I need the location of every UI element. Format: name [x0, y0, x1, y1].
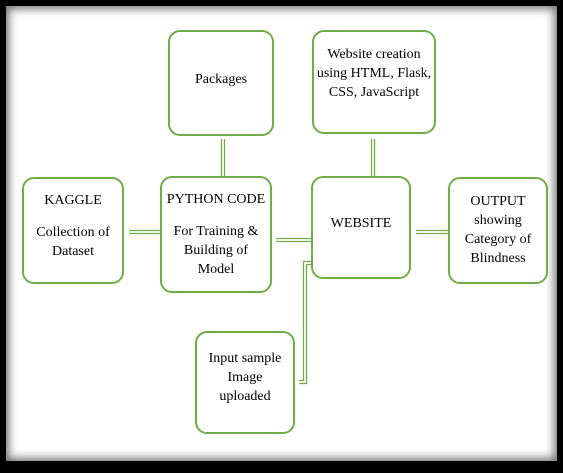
diagram-canvas: Packages Website creation using HTML, Fl…	[6, 6, 557, 461]
website-node: WEBSITE	[311, 176, 411, 279]
output-node: OUTPUT showing Category of Blindness	[448, 177, 548, 284]
python-title: PYTHON CODE	[166, 192, 266, 207]
connector-website-output	[416, 229, 454, 235]
connector-packages-python	[220, 139, 226, 182]
kaggle-node: KAGGLE Collection of Dataset	[22, 177, 124, 284]
input-line-3: uploaded	[219, 389, 271, 404]
python-code-node: PYTHON CODE For Training & Building of M…	[160, 176, 272, 293]
python-line-2: Building of	[183, 243, 249, 258]
output-line-2: showing	[474, 213, 522, 228]
output-line-1: OUTPUT	[470, 194, 526, 209]
output-line-4: Blindness	[470, 251, 526, 266]
kaggle-line-2: Dataset	[52, 244, 94, 259]
connector-python-website	[276, 237, 317, 243]
connector-input-website	[299, 260, 317, 385]
python-line-1: For Training &	[173, 224, 259, 239]
input-line-1: Input sample	[208, 351, 282, 366]
connector-website-creation-website	[370, 139, 376, 182]
connector-kaggle-python	[129, 229, 166, 235]
website-label: WEBSITE	[330, 216, 392, 231]
kaggle-line-1: Collection of	[36, 225, 110, 240]
input-line-2: Image	[227, 370, 263, 385]
input-sample-node: Input sample Image uploaded	[195, 331, 295, 434]
packages-node: Packages	[168, 30, 274, 136]
website-creation-line-1: Website creation	[327, 47, 421, 62]
website-creation-node: Website creation using HTML, Flask, CSS,…	[312, 30, 436, 134]
python-line-3: Model	[197, 262, 235, 277]
website-creation-line-3: CSS, JavaScript	[328, 85, 420, 100]
packages-label: Packages	[194, 72, 248, 87]
website-creation-line-2: using HTML, Flask,	[316, 66, 432, 81]
output-line-3: Category of	[464, 232, 532, 247]
kaggle-title: KAGGLE	[44, 193, 102, 208]
